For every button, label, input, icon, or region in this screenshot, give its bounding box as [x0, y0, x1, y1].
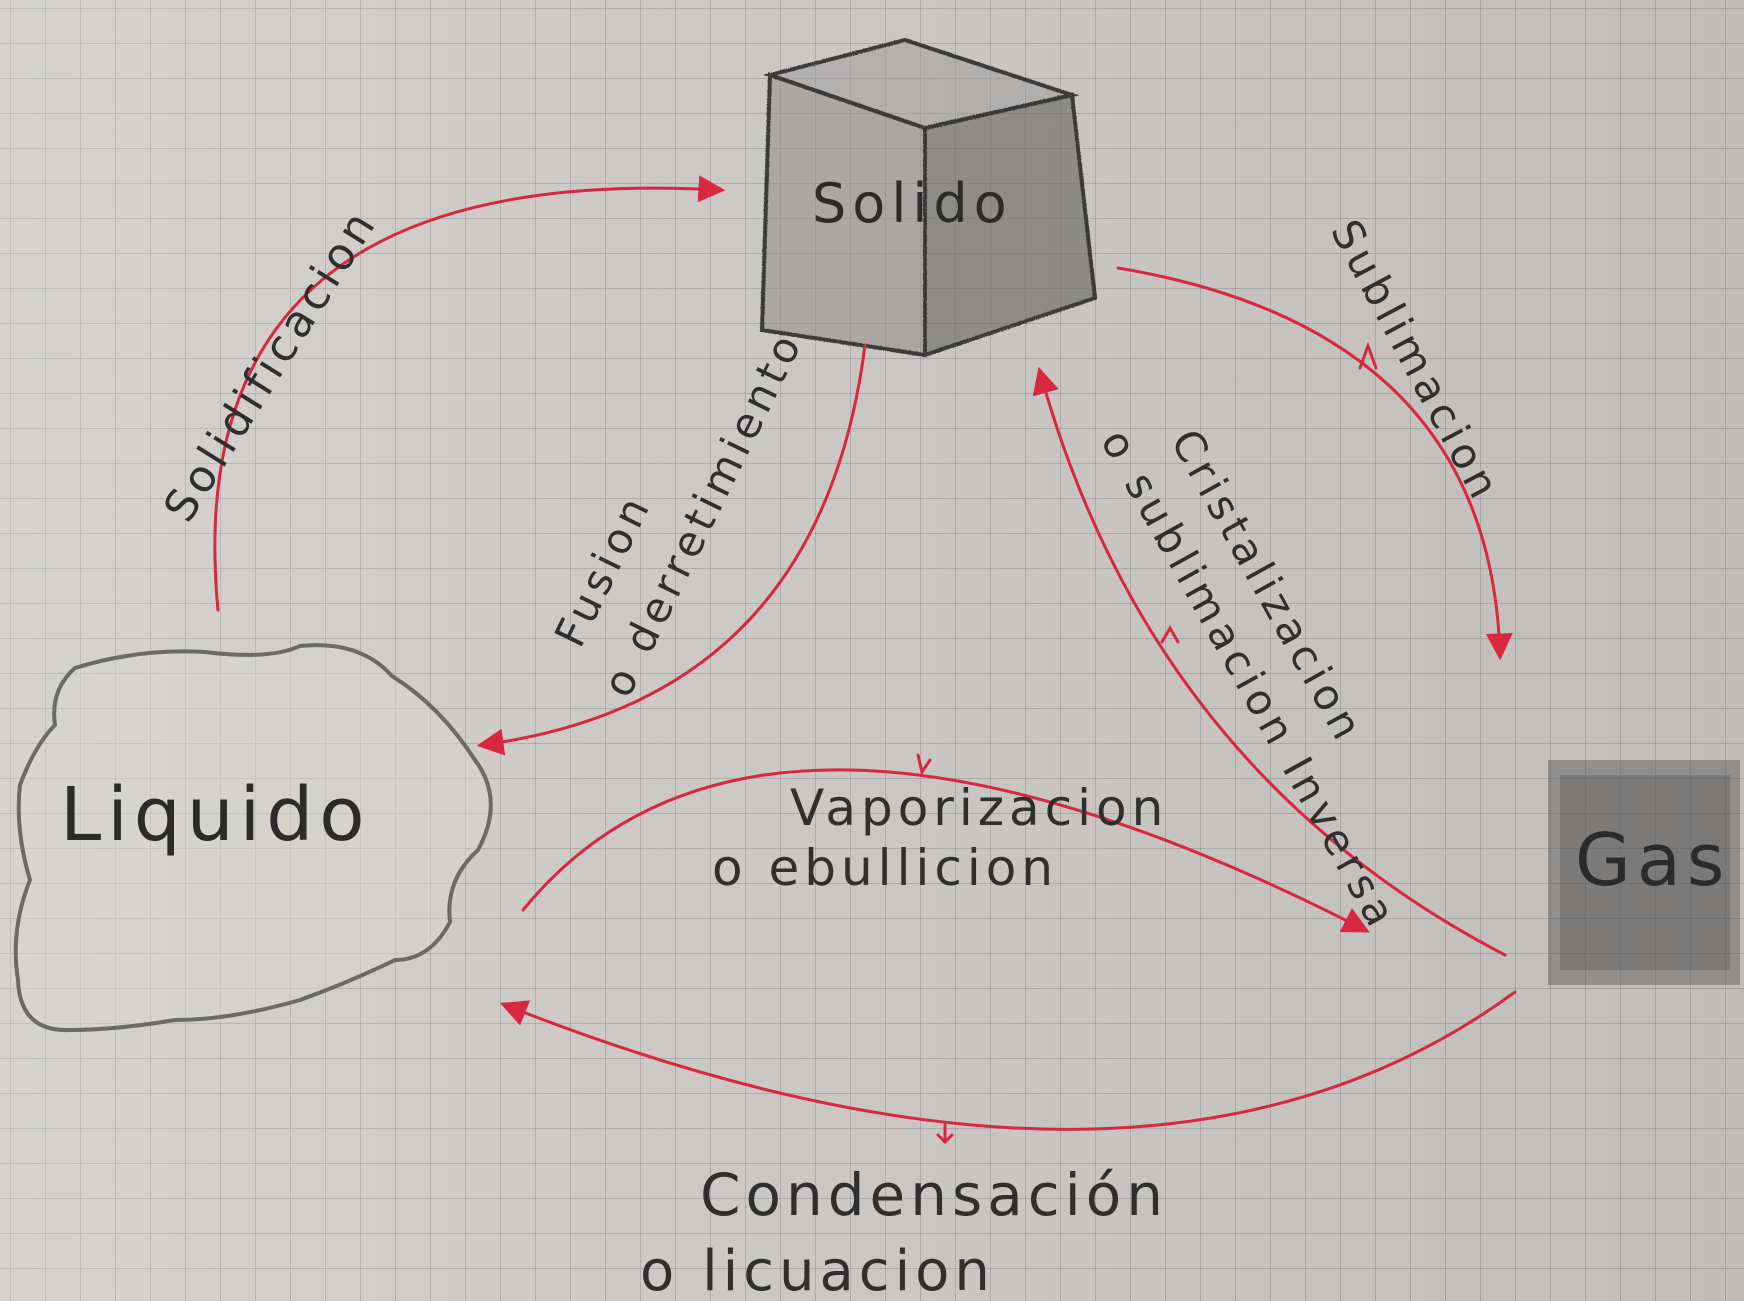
solid-cube	[759, 37, 1098, 358]
tick-crystallization	[1160, 624, 1180, 644]
tick-condensation	[936, 1123, 954, 1145]
label-crystallization-line2: o sublimacion Inversa	[1091, 421, 1407, 938]
label-vaporization-line1: Vaporizacion	[790, 779, 1168, 837]
label-vaporization-line2: o ebullicion	[712, 839, 1058, 897]
gas-shading	[1548, 760, 1740, 985]
arrow-solidification	[213, 175, 726, 612]
arrow-sublimation	[1116, 266, 1513, 661]
arrow-crystallization	[1032, 366, 1507, 957]
arrow-vaporization	[521, 768, 1370, 933]
label-sublimation: Sublimacion	[1321, 212, 1511, 510]
label-solidification: Solidificacion	[154, 199, 388, 531]
arrow-condensation	[499, 990, 1517, 1131]
arrow-fusion	[476, 343, 867, 756]
label-condensation-line1: Condensación	[700, 1161, 1168, 1229]
liquid-blob	[13, 643, 493, 1033]
state-label-gas: Gas	[1575, 818, 1730, 902]
tick-vaporization	[916, 753, 932, 776]
state-label-solid: Solido	[812, 172, 1013, 235]
label-condensation-line2: o licuacion	[640, 1239, 995, 1301]
state-label-liquid: Liquido	[60, 772, 370, 858]
tick-sublimation	[1358, 341, 1378, 370]
